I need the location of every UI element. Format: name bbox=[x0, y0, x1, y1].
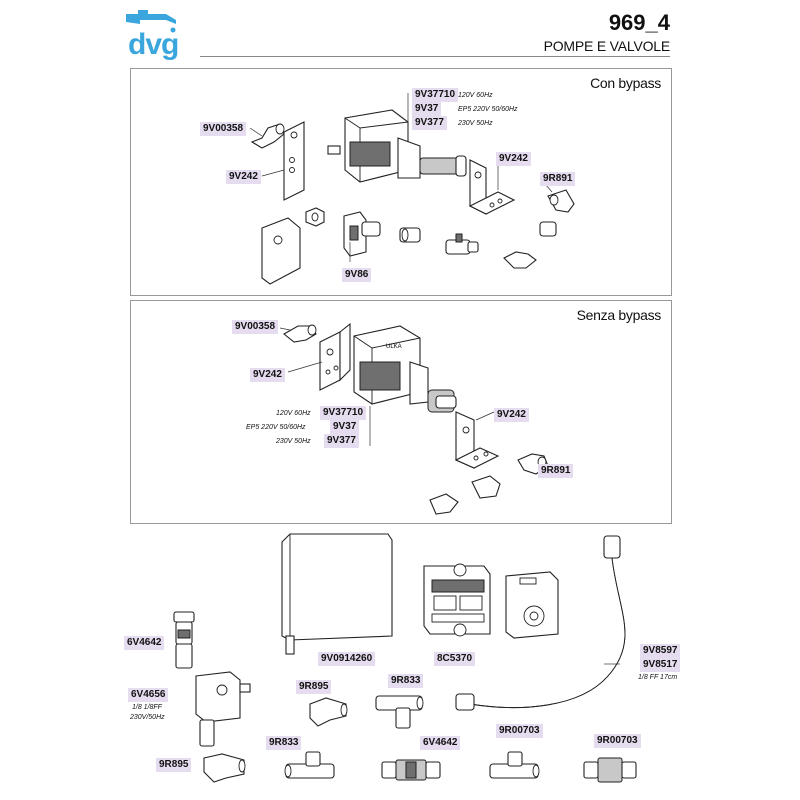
elbow-fitting-9V00358-s2 bbox=[283, 324, 317, 343]
label-pump-9V377-s1: 9V377 bbox=[412, 116, 447, 130]
elbow-9R891-s2 bbox=[429, 453, 549, 515]
label-9V242-left-s2: 9V242 bbox=[250, 368, 285, 382]
brand-logo: dvg bbox=[120, 8, 196, 62]
label-9V8517: 9V8517 bbox=[640, 658, 681, 672]
label-6V4642-bottom: 6V4642 bbox=[420, 736, 461, 750]
note-pump-ep5-s2: EP5 220V 50/60Hz bbox=[246, 424, 306, 431]
label-pump-9V37-s1: 9V37 bbox=[412, 102, 442, 116]
panel-senza-bypass: Senza bypass bbox=[130, 300, 672, 524]
note-pump-ep5-s1: EP5 220V 50/60Hz bbox=[458, 106, 518, 113]
elbow-fitting-9V00358-s1 bbox=[250, 123, 285, 149]
relay-8C5370 bbox=[423, 563, 491, 637]
label-9R833-bottom: 9R833 bbox=[266, 736, 302, 750]
label-9R895-bottom: 9R895 bbox=[156, 758, 192, 772]
label-8C5370: 8C5370 bbox=[434, 652, 476, 666]
fitting-9R00703 bbox=[583, 757, 637, 783]
hose-9V8597 bbox=[455, 535, 626, 711]
label-9R833-mid: 9R833 bbox=[388, 674, 424, 688]
nut-fitting-s1 bbox=[305, 207, 325, 227]
label-9R00703-tee: 9R00703 bbox=[496, 724, 543, 738]
note-pump-230v-s1: 230V 50Hz bbox=[458, 120, 493, 127]
elbow-9R895-bottom bbox=[203, 753, 246, 783]
bypass-valve-9V86-s1 bbox=[343, 211, 381, 257]
label-9V86-s1: 9V86 bbox=[342, 268, 372, 282]
label-9V00358-s1: 9V00358 bbox=[200, 122, 247, 136]
label-9V242-left-s1: 9V242 bbox=[226, 170, 261, 184]
header-rule bbox=[200, 56, 670, 57]
label-9R00703-fitting: 9R00703 bbox=[594, 734, 641, 748]
label-9R895-mid: 9R895 bbox=[296, 680, 332, 694]
label-6V4642-top: 6V4642 bbox=[124, 636, 165, 650]
label-pump-9V377-s2: 9V377 bbox=[324, 434, 359, 448]
pump-drawing-2: ULKA bbox=[353, 325, 457, 413]
svg-text:ULKA: ULKA bbox=[386, 344, 402, 350]
sensor-block bbox=[505, 571, 559, 639]
label-9V0914260: 9V0914260 bbox=[318, 652, 376, 666]
tee-9R833-bottom bbox=[284, 751, 335, 779]
pump-drawing-1 bbox=[327, 109, 467, 183]
bracket-9V86-s1 bbox=[261, 217, 301, 285]
cover-9V0914260 bbox=[281, 533, 393, 655]
label-9V00358-s2: 9V00358 bbox=[232, 320, 279, 334]
label-9V242-right-s2: 9V242 bbox=[494, 408, 529, 422]
note-pump-120v-s1: 120V 60Hz bbox=[458, 92, 493, 99]
page-title: POMPE E VALVOLE bbox=[543, 38, 671, 54]
note-pump-230v-s2: 230V 50Hz bbox=[276, 438, 311, 445]
note-hose: 1/8 FF 17cm bbox=[638, 674, 678, 681]
label-6V4656: 6V4656 bbox=[128, 688, 169, 702]
page-number: 969_4 bbox=[608, 10, 670, 35]
note-pump-120v-s2: 120V 60Hz bbox=[276, 410, 311, 417]
label-pump-9V37710-s1: 9V37710 bbox=[412, 88, 459, 102]
bracket-9V242-left-s2 bbox=[319, 322, 351, 391]
label-pump-9V37-s2: 9V37 bbox=[330, 420, 360, 434]
tap-valve-s1 bbox=[445, 233, 479, 255]
elbow-9R895-mid bbox=[309, 697, 348, 727]
faucet-icon bbox=[126, 10, 176, 33]
valve-6V4642-top bbox=[173, 611, 195, 669]
brand-name: dvg bbox=[128, 28, 179, 61]
label-pump-9V37710-s2: 9V37710 bbox=[320, 406, 367, 420]
bracket-9V242-right-s1 bbox=[468, 159, 516, 215]
straight-fitting-s1 bbox=[399, 227, 421, 243]
label-9V242-right-s1: 9V242 bbox=[496, 152, 531, 166]
panel-con-bypass: Con bypass bbox=[130, 68, 672, 296]
bracket-9V242-left-s1 bbox=[283, 121, 305, 201]
panel-title-con-bypass: Con bypass bbox=[590, 75, 661, 91]
note-solenoid-1: 1/8 1/8FF bbox=[132, 704, 162, 711]
bracket-9V242-right-s2 bbox=[454, 411, 500, 469]
tee-9R00703 bbox=[489, 751, 540, 779]
panel-title-senza-bypass: Senza bypass bbox=[576, 307, 662, 323]
label-9V8597: 9V8597 bbox=[640, 644, 681, 658]
label-9R891-s1: 9R891 bbox=[540, 172, 576, 186]
note-solenoid-2: 230V/50Hz bbox=[130, 714, 165, 721]
valve-6V4642-bottom bbox=[381, 759, 441, 781]
label-9R891-s2: 9R891 bbox=[538, 464, 574, 478]
solenoid-6V4656 bbox=[195, 671, 251, 747]
tee-9R833-mid bbox=[375, 695, 424, 729]
elbow-9R891-s1 bbox=[503, 189, 575, 269]
